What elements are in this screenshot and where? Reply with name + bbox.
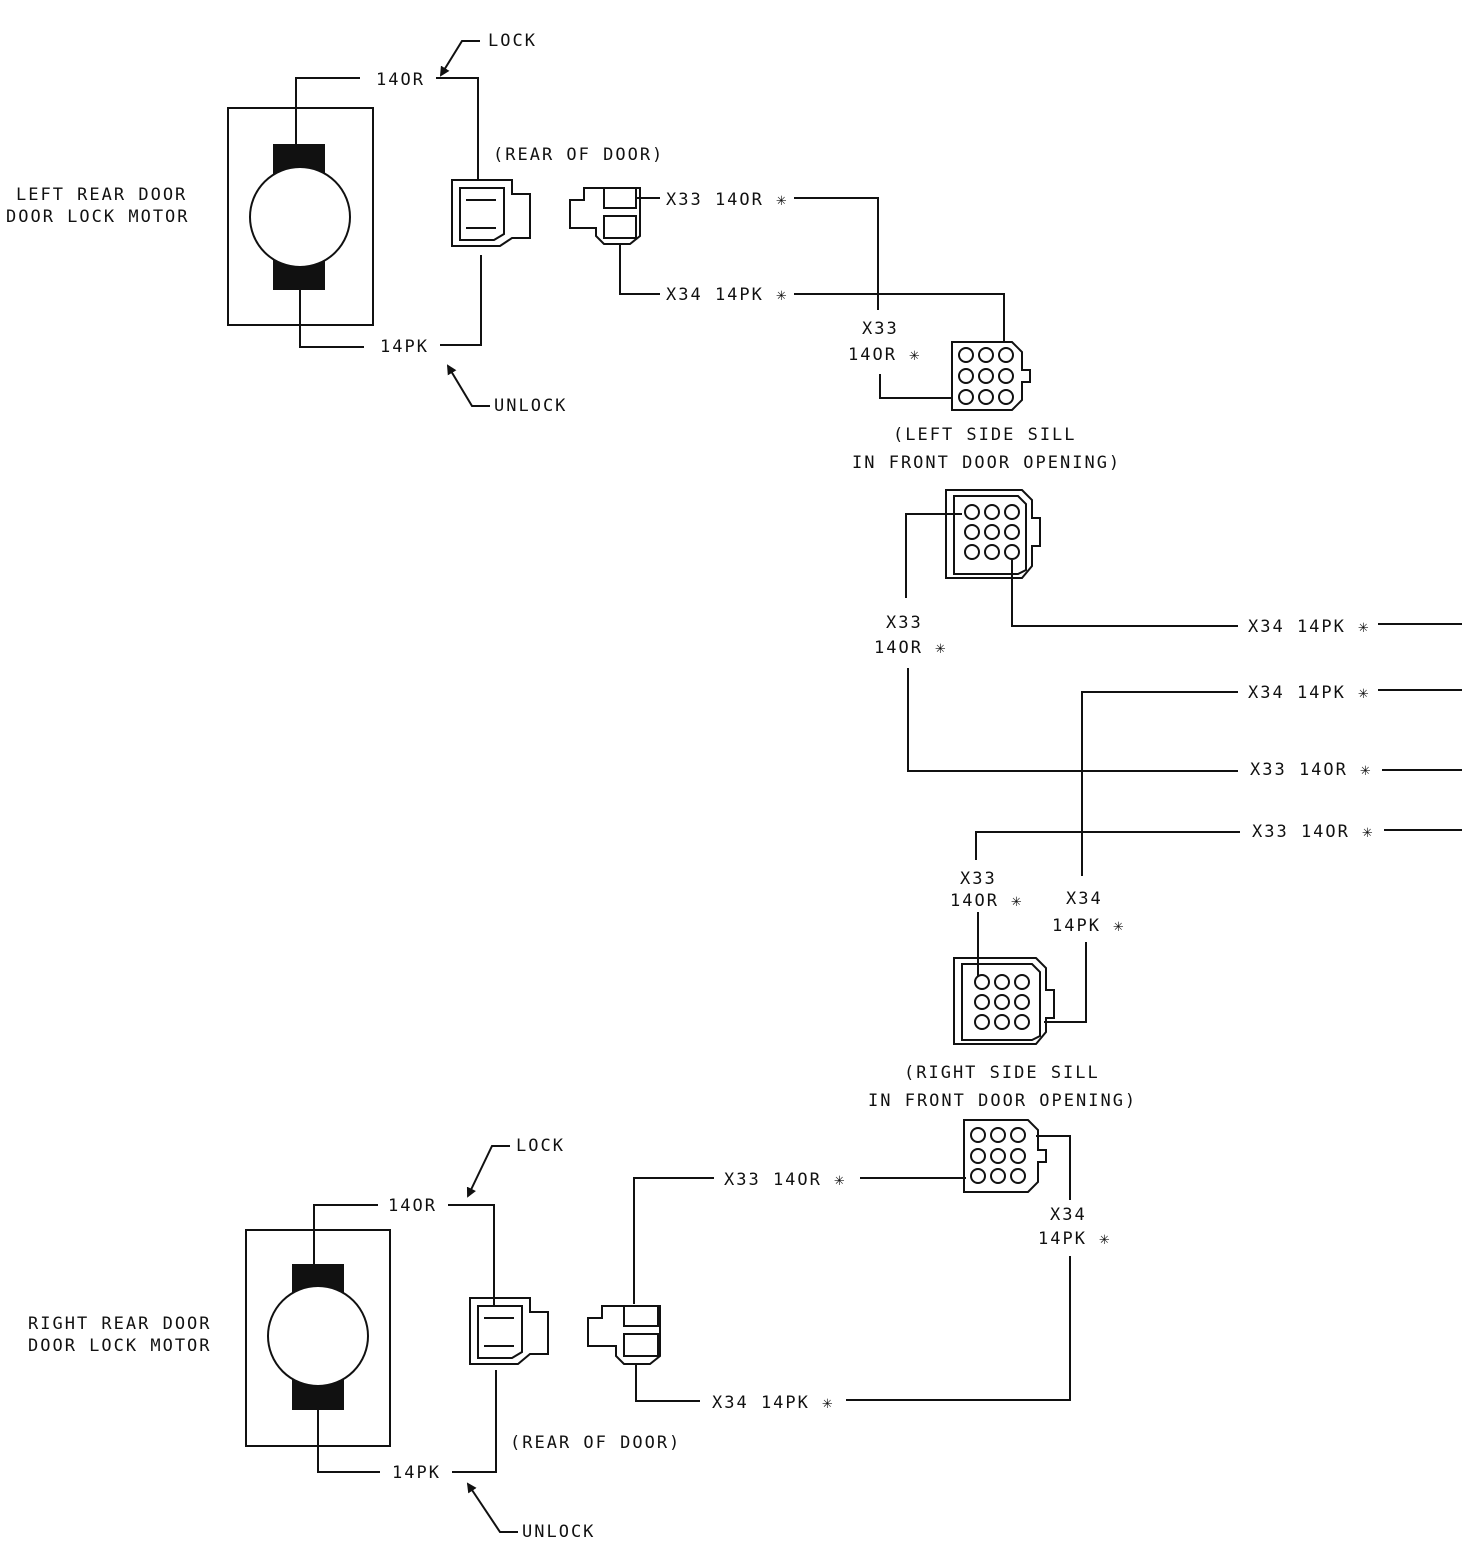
right-wire-lock-label: 14OR xyxy=(388,1196,437,1216)
left-sill-x33-bottom: 14OR ✳ xyxy=(848,345,921,365)
left-door-harness: X33 14OR ✳ X34 14PK ✳ xyxy=(619,190,1005,348)
right-side-sill-connector-upper: X33 14OR ✳ X34 14PK ✳ (RIGHT SIDE SILL I… xyxy=(868,869,1137,1111)
left-x33-label: X33 14OR ✳ xyxy=(666,190,788,210)
trunk-harness: X34 14PK ✳ X34 14PK ✳ X33 14OR ✳ X33 14O… xyxy=(975,617,1462,876)
trunk-wire-3: X33 14OR ✳ xyxy=(1250,760,1372,780)
left-lock-label: LOCK xyxy=(488,31,537,51)
left-side-sill-connector-lower: X33 14OR ✳ xyxy=(874,489,1238,772)
right-sill-x34-top: X34 xyxy=(1066,889,1103,909)
right-motor-title-line2: DOOR LOCK MOTOR xyxy=(28,1336,212,1356)
right-unlock-label: UNLOCK xyxy=(522,1522,595,1542)
right-rear-of-door-label: (REAR OF DOOR) xyxy=(510,1433,681,1453)
left-door-lock-motor: LEFT REAR DOOR DOOR LOCK MOTOR xyxy=(6,77,374,348)
left-rear-of-door-connector: (REAR OF DOOR) xyxy=(451,145,664,247)
left-sill-x33b-top: X33 xyxy=(886,613,923,633)
trunk-wire-1: X34 14PK ✳ xyxy=(1248,617,1370,637)
right-sill-x34b-bottom: 14PK ✳ xyxy=(1038,1229,1111,1249)
right-sill-x33-bottom: 14OR ✳ xyxy=(950,891,1023,911)
right-sill-x34b-top: X34 xyxy=(1050,1205,1087,1225)
right-door-harness: X33 14OR ✳ X34 14PK ✳ xyxy=(633,1170,966,1413)
right-sill-label-line1: (RIGHT SIDE SILL xyxy=(904,1063,1100,1083)
right-door-lock-motor: RIGHT REAR DOOR DOOR LOCK MOTOR xyxy=(28,1204,391,1473)
trunk-wire-4: X33 14OR ✳ xyxy=(1252,822,1374,842)
trunk-wire-2: X34 14PK ✳ xyxy=(1248,683,1370,703)
left-unlock-label: UNLOCK xyxy=(494,396,567,416)
left-wire-lock-label: 14OR xyxy=(376,70,425,90)
right-lock-label: LOCK xyxy=(516,1136,565,1156)
left-side-sill-connector-upper: X33 14OR ✳ (LEFT SIDE SILL IN FRONT DOOR… xyxy=(848,319,1121,473)
left-x34-label: X34 14PK ✳ xyxy=(666,285,788,305)
right-rear-of-door-connector: (REAR OF DOOR) xyxy=(469,1297,681,1453)
left-rear-of-door-label: (REAR OF DOOR) xyxy=(493,145,664,165)
right-sill-x33-top: X33 xyxy=(960,869,997,889)
right-x33-label: X33 14OR ✳ xyxy=(724,1170,846,1190)
left-motor-title-line2: DOOR LOCK MOTOR xyxy=(6,207,190,227)
left-sill-label-line1: (LEFT SIDE SILL xyxy=(893,425,1077,445)
left-sill-x33b-bottom: 14OR ✳ xyxy=(874,638,947,658)
left-motor-wiring: 14OR 14PK LOCK UNLOCK xyxy=(376,31,567,416)
right-sill-x34-bottom: 14PK ✳ xyxy=(1052,916,1125,936)
left-sill-x33-top: X33 xyxy=(862,319,899,339)
right-motor-wiring: 14OR 14PK LOCK UNLOCK xyxy=(388,1136,595,1542)
right-side-sill-connector-lower: X34 14PK ✳ xyxy=(846,1119,1111,1401)
left-wire-unlock-label: 14PK xyxy=(380,337,429,357)
left-sill-label-line2: IN FRONT DOOR OPENING) xyxy=(852,453,1121,473)
right-sill-label-line2: IN FRONT DOOR OPENING) xyxy=(868,1091,1137,1111)
right-x34-label: X34 14PK ✳ xyxy=(712,1393,834,1413)
right-wire-unlock-label: 14PK xyxy=(392,1463,441,1483)
right-motor-title-line1: RIGHT REAR DOOR xyxy=(28,1314,212,1334)
left-motor-title-line1: LEFT REAR DOOR xyxy=(16,185,187,205)
